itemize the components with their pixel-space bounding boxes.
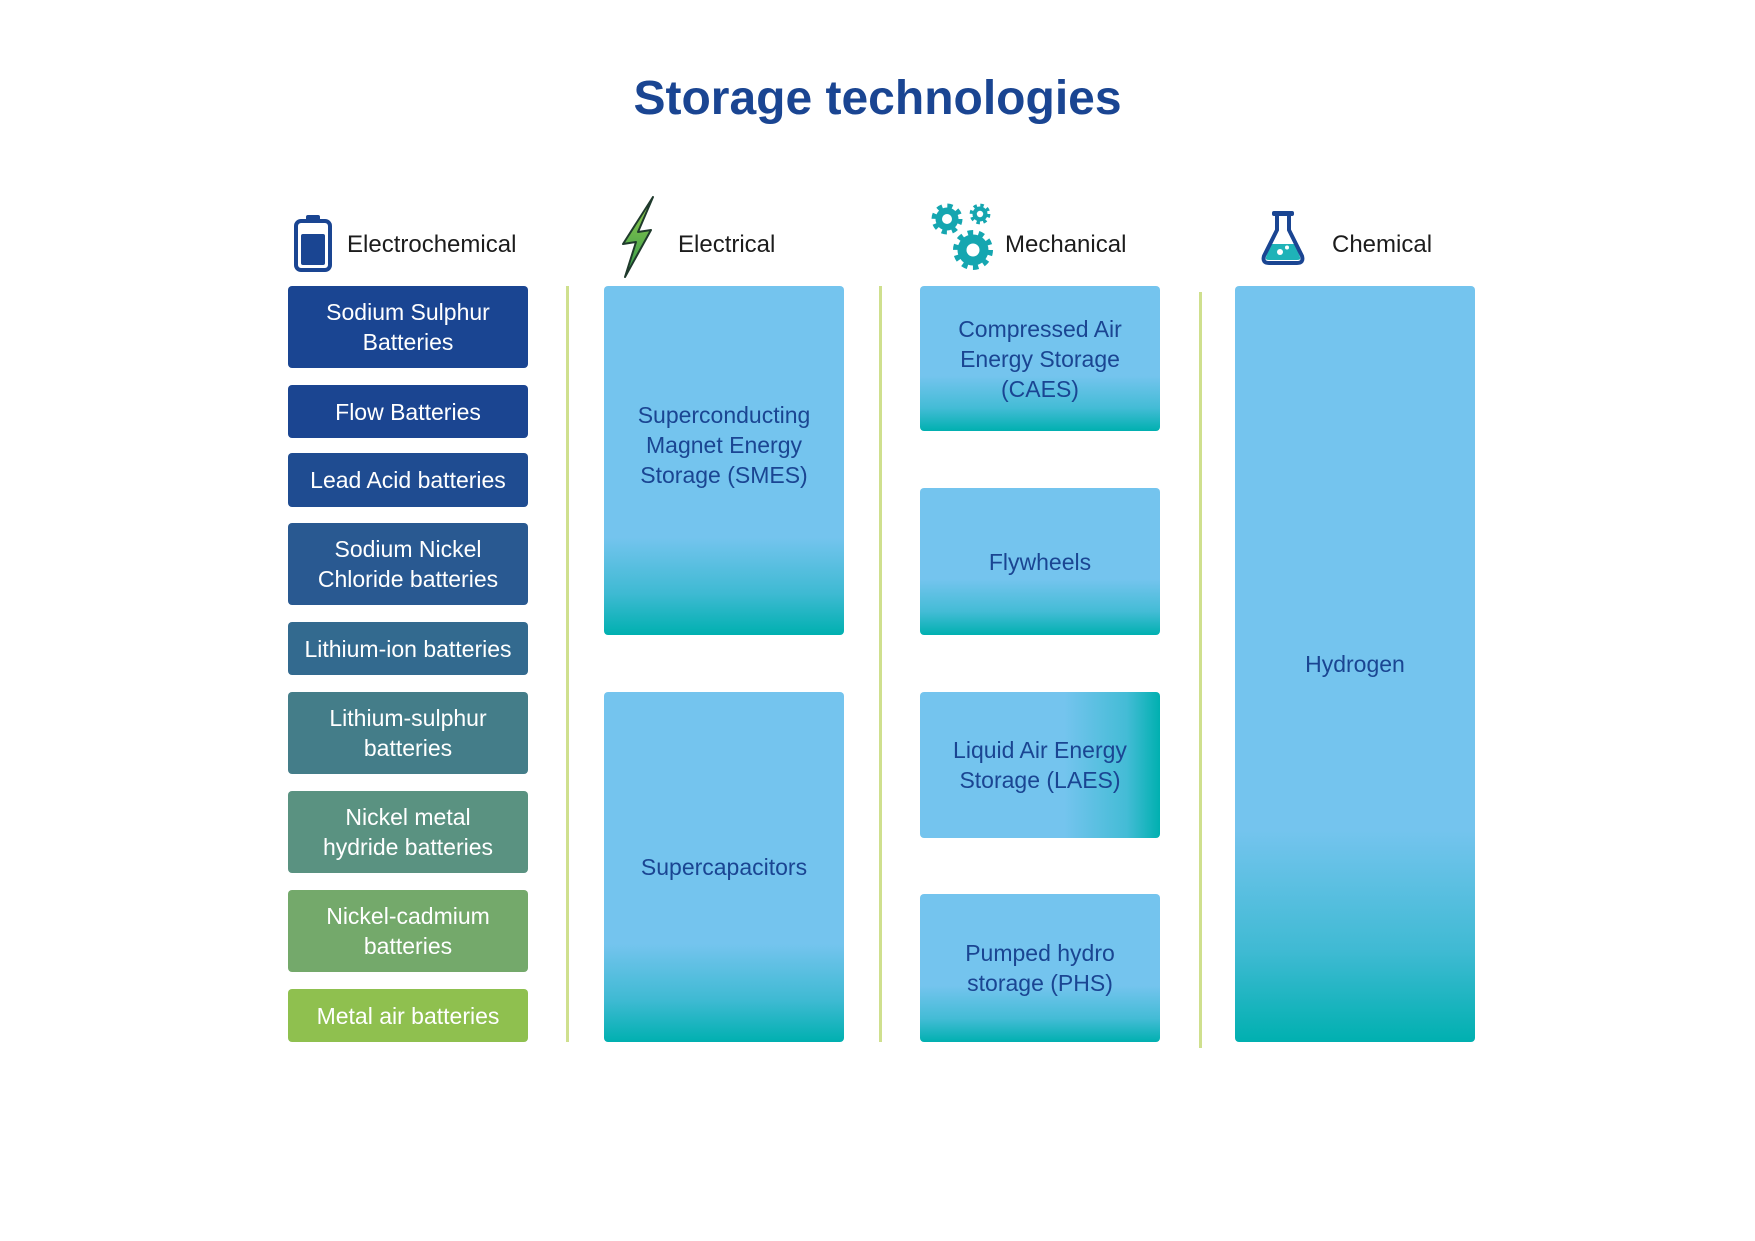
electrochemical-item: Sodium Nickel Chloride batteries: [288, 523, 528, 605]
header-electrochemical: Electrochemical: [347, 231, 517, 258]
mechanical-item: Liquid Air Energy Storage (LAES): [920, 692, 1160, 838]
page-title: Storage technologies: [633, 72, 1122, 125]
electrochemical-item: Sodium Sulphur Batteries: [288, 286, 528, 368]
mechanical-item: Flywheels: [920, 488, 1160, 635]
electrochemical-item: Lithium-sulphur batteries: [288, 692, 528, 774]
header-electrical: Electrical: [678, 231, 776, 258]
column-divider: [566, 286, 569, 1042]
lightning-icon: [622, 196, 654, 278]
battery-icon: [294, 215, 332, 272]
electrochemical-item: Metal air batteries: [288, 989, 528, 1042]
header-chemical: Chemical: [1332, 231, 1433, 258]
mechanical-item: Pumped hydro storage (PHS): [920, 894, 1160, 1042]
flask-icon: [1261, 211, 1305, 265]
electrical-item: Superconducting Magnet Energy Storage (S…: [604, 286, 844, 635]
column-divider: [1199, 292, 1202, 1048]
mechanical-item: Compressed Air Energy Storage (CAES): [920, 286, 1160, 431]
electrochemical-item: Nickel-cadmium batteries: [288, 890, 528, 972]
electrical-item: Supercapacitors: [604, 692, 844, 1042]
chemical-item: Hydrogen: [1235, 286, 1475, 1042]
electrochemical-item: Nickel metal hydride batteries: [288, 791, 528, 873]
gears-icon: [931, 203, 993, 270]
header-mechanical: Mechanical: [1005, 231, 1127, 258]
electrochemical-item: Flow Batteries: [288, 385, 528, 438]
electrochemical-item: Lead Acid batteries: [288, 453, 528, 507]
column-divider: [879, 286, 882, 1042]
electrochemical-item: Lithium-ion batteries: [288, 622, 528, 675]
